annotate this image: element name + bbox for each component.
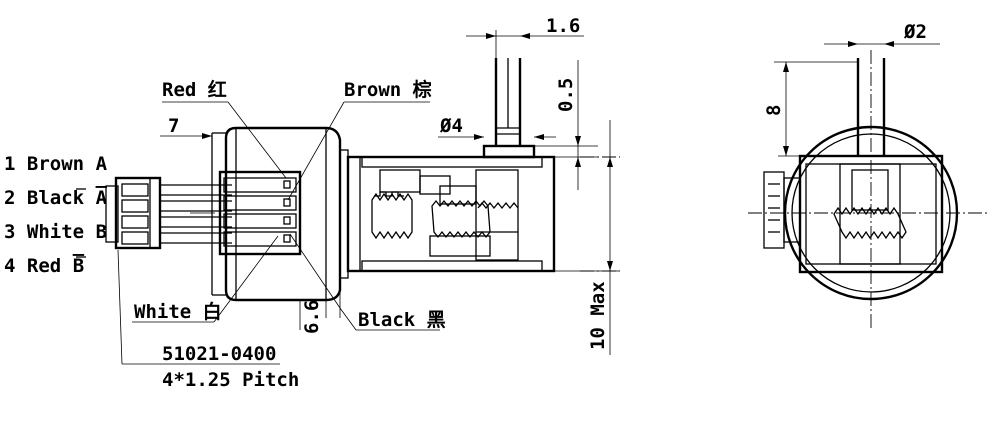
pin-2-label: 2 Black A: [4, 187, 108, 209]
red-wire-callout: Red 红: [162, 78, 227, 101]
motor-end-view: [748, 50, 990, 330]
overline-bars: [76, 188, 86, 258]
leader-lines: [117, 101, 440, 365]
dim-housing-thickness: 6.6: [301, 300, 323, 334]
dim-hub-diameter: Ø4: [439, 115, 463, 137]
pin-1-label: 1 Brown A: [4, 153, 108, 175]
connector-part-number: 51021-0400: [162, 343, 276, 365]
motor-side-view: [211, 58, 620, 302]
black-wire-callout: Black 黑: [358, 309, 446, 331]
dim-shaft-step: 0.5: [555, 78, 577, 112]
dimension-lines: [160, 30, 940, 355]
dim-shaft-diameter: Ø2: [903, 21, 927, 43]
dim-lead-length: 7: [168, 115, 179, 137]
pin-4-label: 4 Red B: [4, 255, 84, 277]
connector-pitch: 4*1.25 Pitch: [162, 369, 299, 391]
dim-shaft-length: 8: [763, 105, 785, 116]
pin-list: 1 Brown A 2 Black A 3 White B 4 Red B: [4, 153, 108, 277]
brown-wire-callout: Brown 棕: [344, 78, 432, 101]
pin-3-label: 3 White B: [4, 221, 107, 243]
white-wire-callout: White 白: [134, 300, 222, 323]
molex-connector: [105, 176, 162, 250]
dim-max-height: 10 Max: [587, 281, 609, 350]
dim-shaft-offset: 1.6: [546, 15, 580, 37]
